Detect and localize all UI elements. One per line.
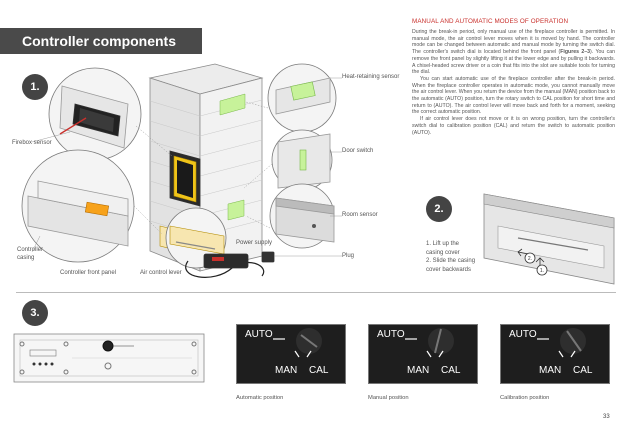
step-2-marker: 2.: [426, 196, 452, 222]
dial-man-label-3: MAN: [539, 365, 562, 376]
dial-auto-label-1: AUTO: [245, 329, 273, 340]
label-controller-casing-line2: casing: [17, 255, 35, 261]
label-door-switch: Door switch: [342, 148, 374, 154]
magnifier-heat-sensor: [245, 63, 337, 133]
marker-1: 1.: [540, 268, 544, 274]
dial-calibration-figure: AUTO MAN CAL: [500, 324, 610, 384]
figure-reference: Figures 2–3: [560, 49, 591, 56]
modes-heading: MANUAL AND AUTOMATIC MODES OF OPERATION: [412, 18, 569, 25]
instruction-2-line1: 2. Slide the casing: [426, 258, 476, 264]
modes-paragraph-3: If air control lever does not move or it…: [412, 116, 615, 136]
power-supply-drawing: [185, 251, 275, 278]
dial-auto-label-3: AUTO: [509, 329, 537, 340]
marker-2: 2.: [528, 256, 532, 262]
dial-calibration-graphic: [537, 328, 586, 358]
dial-cal-label-1: CAL: [309, 365, 329, 376]
instruction-1-line1: 1. Lift up the: [426, 241, 460, 247]
magnifier-controller: [21, 149, 163, 263]
magnifier-door-switch: [243, 129, 333, 191]
step-3-marker: 3.: [22, 300, 48, 326]
dial-auto-label-2: AUTO: [377, 329, 405, 340]
modes-text-block: MANUAL AND AUTOMATIC MODES OF OPERATION …: [412, 18, 615, 136]
dial-automatic-graphic: [273, 328, 322, 358]
label-power-supply: Power supply: [236, 240, 273, 246]
label-air-control-lever: Air control lever: [140, 270, 182, 276]
caption-automatic: Automatic position: [236, 395, 284, 401]
label-controller-casing-line1: Controller: [17, 247, 44, 253]
dial-manual-figure: AUTO MAN CAL: [368, 324, 478, 384]
label-controller-front-panel: Controller front panel: [60, 270, 117, 276]
magnifier-room-sensor: [245, 183, 335, 249]
label-plug: Plug: [342, 253, 355, 259]
controller-board-drawing: [13, 333, 205, 383]
step-1-marker: 1.: [22, 74, 48, 100]
magnifier-air-lever: [165, 207, 227, 269]
modes-paragraph-2: You can start automatic use of the firep…: [412, 75, 615, 116]
dial-cal-label-3: CAL: [573, 365, 593, 376]
dial-man-label-2: MAN: [407, 365, 430, 376]
magnifier-firebox: [48, 67, 173, 161]
caption-calibration: Calibration position: [500, 395, 550, 401]
instruction-2-line2: cover backwards: [426, 266, 472, 273]
label-controller-casing: Controller casing: [17, 246, 43, 262]
instruction-1-line2: casing cover: [426, 249, 460, 256]
dial-man-label-1: MAN: [275, 365, 298, 376]
controller-components-illustration: [21, 63, 342, 278]
section-divider: [16, 292, 616, 293]
casing-instructions: 1. Lift up the casing cover 2. Slide the…: [426, 240, 475, 274]
dial-cal-label-2: CAL: [441, 365, 461, 376]
casing-cover-figure: 1. 2.: [483, 193, 615, 285]
label-firebox-sensor: Firebox sensor: [12, 140, 52, 146]
caption-manual: Manual position: [368, 395, 409, 401]
dial-automatic-figure: AUTO MAN CAL: [236, 324, 346, 384]
page-number: 33: [603, 414, 610, 420]
dial-manual-graphic: [405, 328, 454, 358]
label-room-sensor: Room sensor: [342, 212, 378, 218]
modes-paragraph-1: During the break-in period, only manual …: [412, 29, 615, 76]
page-title: Controller components: [0, 28, 202, 54]
label-heat-retaining-sensor: Heat-retaining sensor: [342, 74, 400, 80]
